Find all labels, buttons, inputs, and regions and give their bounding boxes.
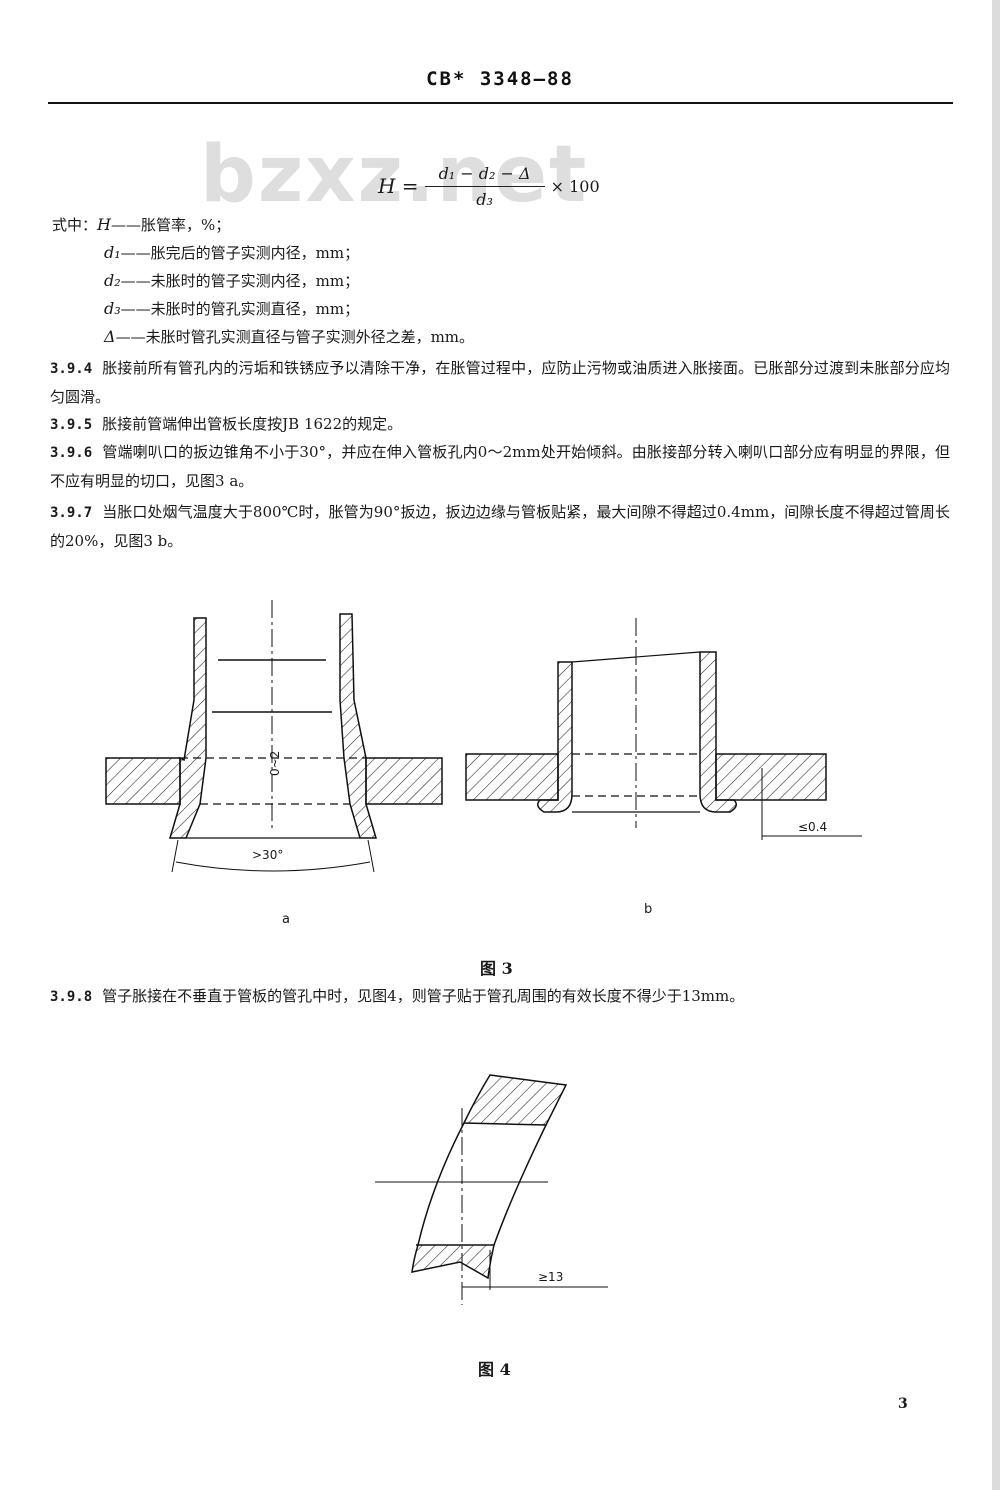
clause-number: 3.9.7: [50, 505, 93, 521]
definition-item: Δ ——未胀时管孔实测直径与管子实测外径之差，mm。: [52, 322, 474, 350]
clause-text: 管端喇叭口的扳边锥角不小于30°，并应在伸入管板孔内0～2mm处开始倾斜。由胀接…: [50, 443, 950, 490]
figure3a-depth-label: 0~2: [268, 750, 282, 776]
figure4-length-label: ≥13: [538, 1270, 564, 1284]
clause-number: 3.9.8: [50, 989, 93, 1005]
figure3a-tube-wall: [168, 613, 378, 839]
figure3b-tube-wall: [537, 651, 737, 813]
page-number: 3: [898, 1396, 908, 1412]
definition-symbol: H: [97, 214, 111, 234]
header-rule: [48, 102, 953, 104]
page-edge: [992, 0, 1000, 1490]
figure3a-angle-label: >30°: [252, 848, 284, 862]
definition-list: 式中： H ——胀管率，%； d₁ ——胀完后的管子实测内径，mm； d₂ ——…: [52, 210, 474, 350]
definition-text: ——未胀时的管子实测内径，mm；: [120, 271, 360, 290]
definition-item: d₁ ——胀完后的管子实测内径，mm；: [52, 238, 474, 266]
definition-item: d₂ ——未胀时的管子实测内径，mm；: [52, 266, 474, 294]
formula: H = d₁ − d₂ − Δ d₃ × 100: [378, 156, 600, 216]
figure3b-tube-sheet: [465, 753, 827, 801]
definition-symbol: Δ: [104, 326, 116, 346]
formula-lhs: H =: [378, 174, 419, 198]
formula-denominator: d₃: [476, 189, 493, 209]
standard-code: CB* 3348—88: [426, 68, 574, 90]
definition-text: ——胀完后的管子实测内径，mm；: [120, 243, 360, 262]
definition-text: ——胀管率，%；: [110, 215, 231, 234]
definition-item: d₃ ——未胀时的管孔实测直径，mm；: [52, 294, 474, 322]
figure3b-gap-label: ≤0.4: [798, 820, 828, 834]
figure3b-lines: [571, 618, 862, 840]
definition-prefix: 式中：: [52, 215, 98, 234]
figure4-drawing: [375, 1074, 608, 1305]
definition-item: 式中： H ——胀管率，%；: [52, 210, 474, 238]
clause-3-9-5: 3.9.5 胀接前管端伸出管板长度按JB 1622的规定。: [50, 410, 950, 439]
figure3a-lines: [171, 600, 375, 873]
clause-number: 3.9.4: [50, 361, 93, 377]
clause-number: 3.9.5: [50, 417, 93, 433]
formula-multiplier: × 100: [550, 176, 600, 196]
definition-text: ——未胀时管孔实测直径与管子实测外径之差，mm。: [115, 327, 475, 346]
clause-3-9-8: 3.9.8 管子胀接在不垂直于管板的管孔中时，见图4，则管子贴于管孔周围的有效长度…: [50, 982, 950, 1011]
watermark: bzxz.net: [200, 130, 589, 220]
formula-fraction: d₁ − d₂ − Δ d₃: [424, 164, 545, 209]
clause-text: 当胀口处烟气温度大于800℃时，胀管为90°扳边，扳边边缘与管板贴紧，最大间隙不…: [50, 503, 950, 550]
formula-numerator: d₁ − d₂ − Δ: [424, 164, 545, 187]
figure3-sub-b: b: [644, 902, 653, 917]
clause-text: 管子胀接在不垂直于管板的管孔中时，见图4，则管子贴于管孔周围的有效长度不得少于1…: [102, 987, 745, 1005]
definition-symbol: d₂: [104, 270, 121, 290]
definition-symbol: d₁: [104, 242, 121, 262]
definition-symbol: d₃: [104, 298, 121, 318]
clause-text: 胀接前管端伸出管板长度按JB 1622的规定。: [102, 415, 403, 433]
figure4-caption: 图 4: [478, 1360, 511, 1379]
clause-number: 3.9.6: [50, 445, 93, 461]
figure3-sub-a: a: [282, 912, 290, 927]
definition-text: ——未胀时的管孔实测直径，mm；: [120, 299, 360, 318]
clause-text: 胀接前所有管孔内的污垢和铁锈应予以清除干净，在胀管过程中，应防止污物或油质进入胀…: [50, 359, 950, 406]
figure3-caption: 图 3: [480, 959, 513, 978]
